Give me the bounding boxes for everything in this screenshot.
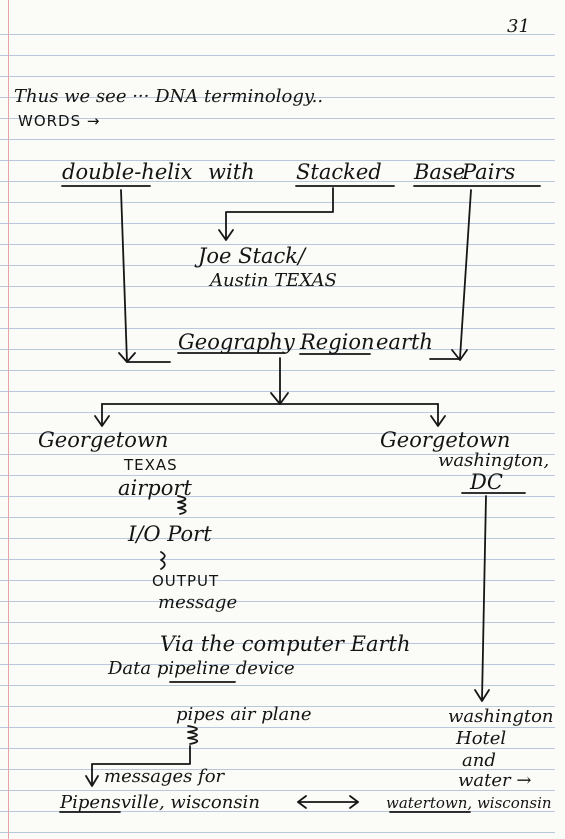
margin-line	[8, 0, 9, 839]
arrowhead-messages	[85, 775, 99, 787]
arrow-pipes-messages	[91, 745, 191, 785]
squiggle-airport	[177, 495, 187, 515]
arrowhead-double-right	[349, 795, 359, 809]
left-texas: TEXAS	[124, 456, 178, 474]
helix-word-1: double-helix	[62, 160, 193, 184]
right-washington-dc: washington,	[438, 450, 550, 471]
arrow-stacked-joe	[225, 187, 334, 239]
right-hotel: Hotel	[456, 728, 507, 749]
via-computer-earth: Via the computer Earth	[160, 632, 411, 656]
arrowhead-pairs-right	[451, 349, 468, 361]
joe-line-2: Austin TEXAS	[210, 270, 337, 291]
messages-for: messages for	[104, 766, 225, 787]
squiggle-io-port	[160, 551, 166, 570]
arrow-pairs-right	[459, 189, 472, 359]
arrowhead-left-georgetown	[94, 415, 110, 427]
pipensville-wisconsin: Pipensville, wisconsin	[60, 792, 260, 813]
pipes-air-plane: pipes air plane	[176, 704, 312, 725]
helix-word-2: with	[208, 160, 255, 184]
intro-line-1: Thus we see ··· DNA terminology..	[14, 86, 324, 107]
right-water: water →	[458, 770, 532, 791]
joe-line-1: Joe Stack/	[198, 244, 306, 268]
arrowhead-stacked-joe	[218, 229, 234, 241]
helix-word-3: Stacked	[296, 160, 382, 184]
helix-word-5: Pairs	[462, 160, 516, 184]
left-io-port: I/O Port	[128, 522, 212, 546]
left-message: message	[158, 592, 238, 613]
intro-line-2: WORDS →	[18, 112, 101, 130]
data-pipeline-device: Data pipeline device	[108, 658, 295, 679]
right-dc: DC	[470, 470, 503, 494]
squiggle-pipes	[187, 725, 199, 745]
geography-word-3: earth	[376, 330, 433, 354]
watertown-wisconsin: watertown, wisconsin	[386, 794, 552, 812]
right-and: and	[462, 750, 496, 771]
helix-word-4: Base	[414, 160, 466, 184]
right-washington: washington	[448, 706, 554, 727]
arrow-helix-left	[120, 189, 128, 363]
left-airport: airport	[118, 476, 192, 500]
left-georgetown: Georgetown	[38, 428, 169, 452]
page-number: 31	[507, 16, 530, 37]
right-georgetown: Georgetown	[380, 428, 511, 452]
geography-word-1: Geography	[178, 330, 295, 354]
arrowhead-double-left	[297, 795, 307, 809]
arrowhead-dc-washington	[474, 689, 490, 702]
left-output: OUTPUT	[152, 572, 220, 590]
arrowhead-right-georgetown	[430, 415, 446, 427]
geography-word-2: Region	[300, 330, 375, 354]
arrow-dc-washington	[481, 495, 487, 701]
